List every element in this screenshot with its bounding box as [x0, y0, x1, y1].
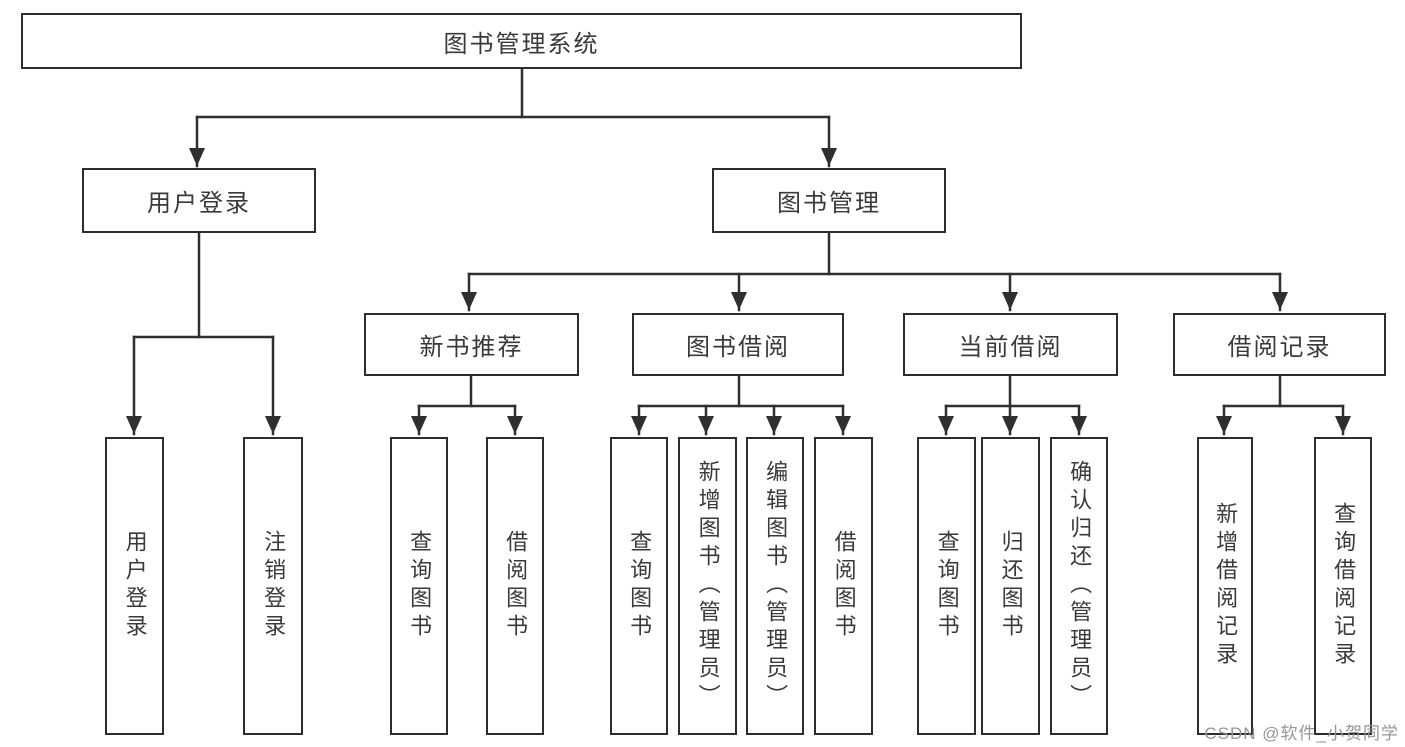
- node-label: 新增借阅记录: [1213, 502, 1239, 670]
- leaf-query-books-current: 查询图书: [917, 437, 976, 735]
- node-label: 图书管理: [777, 190, 881, 217]
- node-borrow-records: 借阅记录: [1173, 313, 1386, 376]
- node-label: 注销登录: [261, 530, 287, 642]
- leaf-logout: 注销登录: [243, 437, 303, 735]
- leaf-add-borrow-record: 新增借阅记录: [1197, 437, 1253, 735]
- node-current-borrow: 当前借阅: [903, 313, 1118, 376]
- node-label: 查询图书: [934, 530, 960, 642]
- node-label: 图书借阅: [686, 334, 790, 361]
- node-label: 查询借阅记录: [1331, 502, 1357, 670]
- node-label: 确认归还（管理员）: [1067, 460, 1093, 712]
- node-label: 借阅记录: [1227, 334, 1332, 361]
- node-label: 借阅图书: [831, 530, 857, 642]
- leaf-confirm-return-admin: 确认归还（管理员）: [1050, 437, 1108, 735]
- node-label: 用户登录: [147, 190, 251, 217]
- node-user-login: 用户登录: [82, 168, 316, 233]
- node-new-book-recommend: 新书推荐: [364, 313, 579, 376]
- leaf-borrow-books-recommend: 借阅图书: [486, 437, 544, 735]
- leaf-return-books: 归还图书: [981, 437, 1040, 735]
- leaf-edit-books-admin: 编辑图书（管理员）: [746, 437, 804, 735]
- node-label: 新书推荐: [419, 334, 524, 361]
- leaf-query-books-borrow: 查询图书: [610, 437, 668, 735]
- csdn-watermark: CSDN @软件_小贺同学: [1204, 724, 1399, 743]
- node-label: 归还图书: [998, 530, 1024, 642]
- leaf-borrow-books: 借阅图书: [814, 437, 873, 735]
- node-label: 新增图书（管理员）: [695, 460, 721, 712]
- node-label: 编辑图书（管理员）: [763, 460, 789, 712]
- node-label: 查询图书: [407, 530, 433, 642]
- leaf-query-books-recommend: 查询图书: [390, 437, 448, 735]
- node-book-management: 图书管理: [712, 168, 946, 233]
- leaf-query-borrow-record: 查询借阅记录: [1314, 437, 1372, 735]
- node-label: 用户登录: [122, 530, 148, 642]
- node-label: 当前借阅: [958, 334, 1063, 361]
- leaf-user-login: 用户登录: [105, 437, 164, 735]
- node-label: 图书管理系统: [443, 30, 600, 58]
- node-label: 查询图书: [627, 530, 653, 642]
- node-label: 借阅图书: [503, 530, 529, 642]
- node-book-borrow: 图书借阅: [632, 313, 844, 376]
- node-root: 图书管理系统: [21, 13, 1022, 69]
- leaf-add-books-admin: 新增图书（管理员）: [678, 437, 737, 735]
